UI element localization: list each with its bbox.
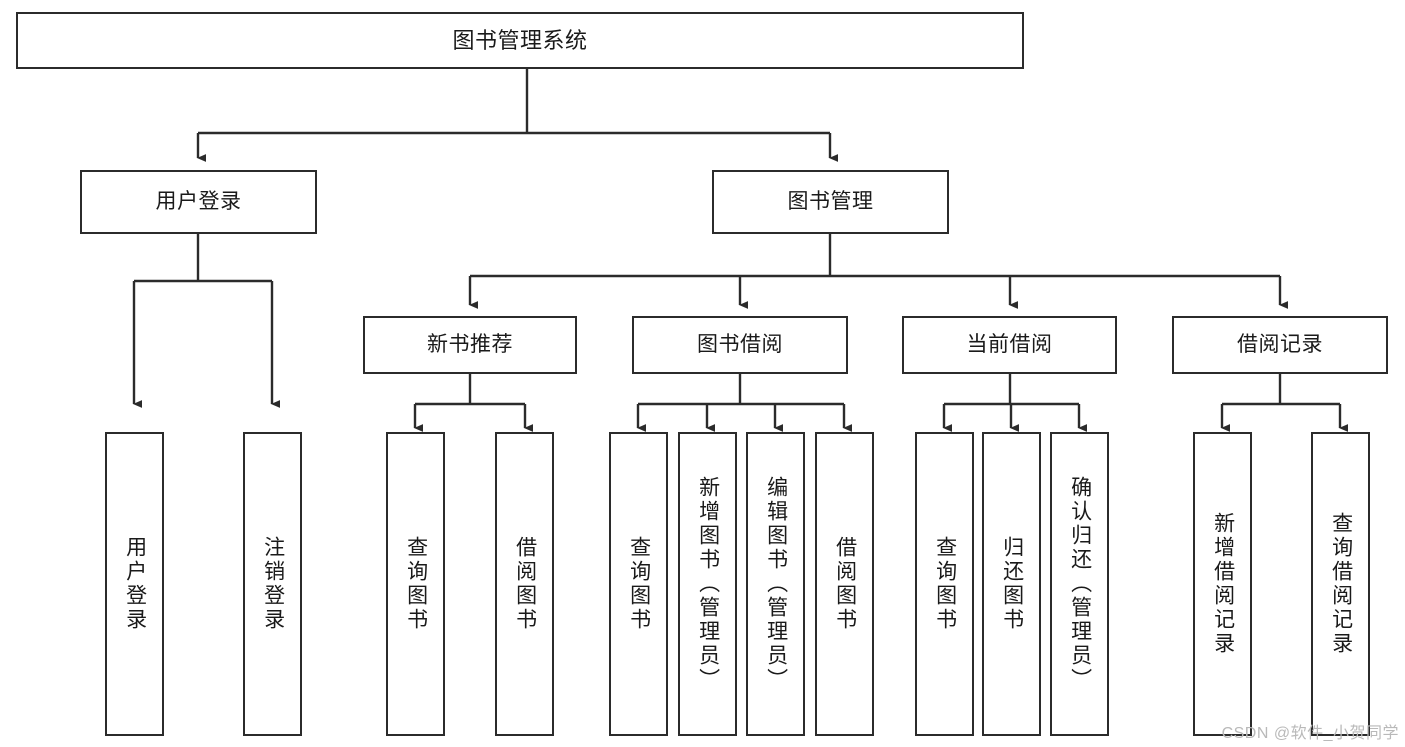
- node-book-borrow[interactable]: 图书借阅: [632, 316, 848, 374]
- node-root-system[interactable]: 图书管理系统: [16, 12, 1024, 69]
- leaf-add-borrow-record[interactable]: 新增借阅记录: [1193, 432, 1252, 736]
- watermark-text: CSDN @软件_小贺同学: [1221, 725, 1399, 742]
- node-book-management[interactable]: 图书管理: [712, 170, 949, 234]
- node-label: 查询图书: [933, 536, 957, 632]
- node-label: 归还图书: [1000, 536, 1024, 632]
- leaf-query-borrow-record[interactable]: 查询借阅记录: [1311, 432, 1370, 736]
- node-label: 查询图书: [404, 536, 428, 632]
- leaf-query-book-recommend[interactable]: 查询图书: [386, 432, 445, 736]
- node-label: 新书推荐: [427, 332, 513, 356]
- node-label: 查询图书: [627, 536, 651, 632]
- leaf-edit-book-admin[interactable]: 编辑图书（管理员）: [746, 432, 805, 736]
- node-label: 图书借阅: [697, 332, 783, 356]
- node-label: 用户登录: [155, 189, 242, 213]
- node-borrow-record[interactable]: 借阅记录: [1172, 316, 1388, 374]
- leaf-logout[interactable]: 注销登录: [243, 432, 302, 736]
- leaf-confirm-return-admin[interactable]: 确认归还（管理员）: [1050, 432, 1109, 736]
- leaf-query-book-borrow[interactable]: 查询图书: [609, 432, 668, 736]
- node-label: 图书管理系统: [452, 27, 588, 53]
- node-label: 用户登录: [123, 536, 147, 632]
- node-label: 借阅图书: [513, 536, 537, 632]
- leaf-user-login[interactable]: 用户登录: [105, 432, 164, 736]
- leaf-return-book[interactable]: 归还图书: [982, 432, 1041, 736]
- leaf-query-book-current[interactable]: 查询图书: [915, 432, 974, 736]
- node-new-book-recommend[interactable]: 新书推荐: [363, 316, 577, 374]
- node-label: 确认归还（管理员）: [1068, 476, 1092, 692]
- node-label: 注销登录: [261, 536, 285, 632]
- node-label: 图书管理: [787, 189, 874, 213]
- node-label: 查询借阅记录: [1329, 512, 1353, 656]
- leaf-borrow-book-recommend[interactable]: 借阅图书: [495, 432, 554, 736]
- node-label: 当前借阅: [966, 332, 1053, 356]
- node-label: 编辑图书（管理员）: [764, 476, 788, 692]
- node-label: 新增借阅记录: [1211, 512, 1235, 656]
- leaf-add-book-admin[interactable]: 新增图书（管理员）: [678, 432, 737, 736]
- node-label: 借阅图书: [833, 536, 857, 632]
- node-current-borrow[interactable]: 当前借阅: [902, 316, 1117, 374]
- node-user-login[interactable]: 用户登录: [80, 170, 317, 234]
- node-label: 新增图书（管理员）: [696, 476, 720, 692]
- leaf-borrow-book[interactable]: 借阅图书: [815, 432, 874, 736]
- node-label: 借阅记录: [1237, 332, 1323, 356]
